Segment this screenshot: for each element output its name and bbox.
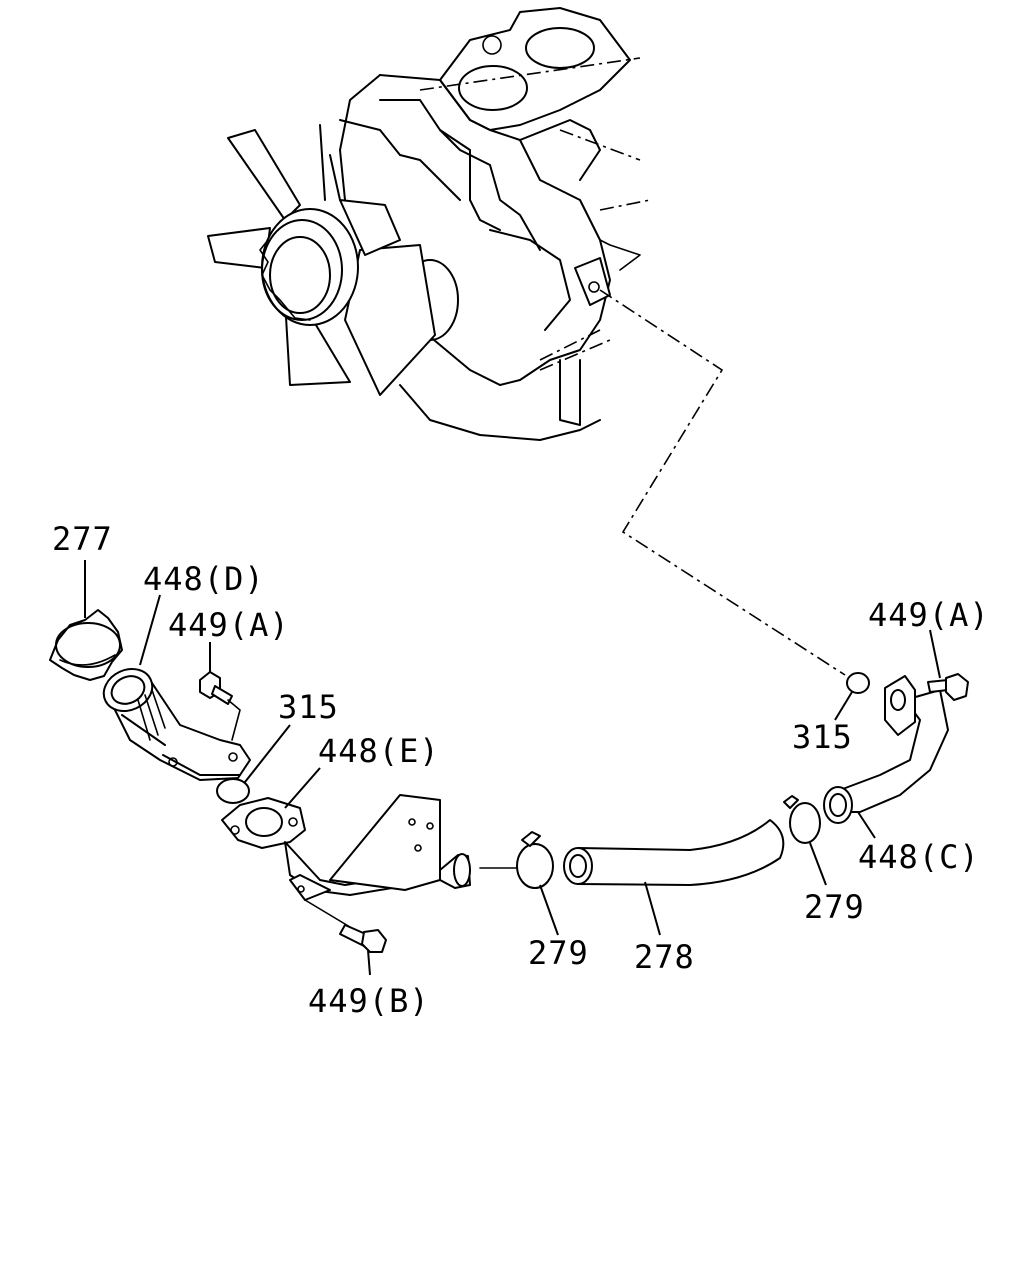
callout-277: 277 [52,520,113,558]
callout-449b: 449(B) [308,982,430,1020]
leader-278 [644,881,661,936]
callout-315-left: 315 [278,688,339,726]
oring-315-left [216,778,250,804]
section-leader [599,289,846,676]
bolt-449a-left [199,671,241,741]
leader-448e [284,767,321,809]
callout-449a-left: 449(A) [168,606,290,644]
oring-315-right [846,672,870,694]
callout-315-right: 315 [792,718,853,756]
hose-278 [563,819,785,886]
clamp-279-right [783,795,821,844]
bracket-pipe-e [221,794,471,901]
callout-449a-right: 449(A) [868,596,990,634]
callout-279-left: 279 [528,934,589,972]
leader-279-right [809,842,827,886]
leader-448c [857,811,876,839]
leader-448d [139,594,161,666]
bolt-449b [304,899,387,953]
leader-279-left [539,884,559,936]
callout-448e: 448(E) [318,732,440,770]
filler-neck-pipe [102,668,251,781]
engine-block [207,7,651,441]
clamp-279-left [479,831,554,889]
callout-448d: 448(D) [143,560,265,598]
leader-449b [367,949,371,976]
callout-448c: 448(C) [858,838,980,876]
leader-315-left [244,724,291,783]
bolt-449a-right [927,673,969,701]
callout-279-right: 279 [804,888,865,926]
callout-278: 278 [634,938,695,976]
leader-315-right [834,691,853,721]
outlet-pipe-c [823,675,949,824]
leader-449a-right [929,629,941,679]
radiator-cap [49,609,123,681]
